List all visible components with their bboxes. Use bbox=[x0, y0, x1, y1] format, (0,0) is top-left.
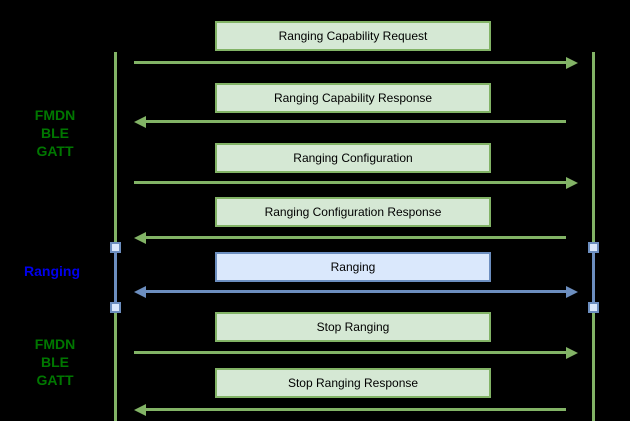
phase-label-line: GATT bbox=[36, 143, 74, 159]
arrow-bidirectional-ranging bbox=[134, 285, 578, 298]
lifeline-left bbox=[114, 52, 117, 421]
message-label: Ranging bbox=[330, 260, 376, 274]
phase-label-line: FMDN bbox=[34, 336, 76, 352]
phase-label-line: Ranging bbox=[24, 263, 80, 279]
phase-label-line: GATT bbox=[36, 372, 74, 388]
phase-label-line: BLE bbox=[41, 125, 69, 141]
arrow-left-ranging-capability-response bbox=[134, 115, 566, 128]
lifeline-right bbox=[592, 52, 595, 421]
phase-label-fmdn-ble-gatt-top: FMDN BLE GATT bbox=[0, 106, 110, 160]
message-label: Ranging Configuration Response bbox=[264, 205, 442, 219]
message-label: Ranging Configuration bbox=[293, 151, 413, 165]
message-box-stop-ranging: Stop Ranging bbox=[215, 312, 491, 342]
message-box-ranging-capability-request: Ranging Capability Request bbox=[215, 21, 491, 51]
ranging-segment-right bbox=[592, 247, 595, 307]
arrow-right-ranging-capability-request bbox=[134, 56, 578, 69]
arrow-right-stop-ranging bbox=[134, 346, 578, 359]
activation-box-left-bottom bbox=[110, 302, 121, 313]
message-box-ranging-capability-response: Ranging Capability Response bbox=[215, 83, 491, 113]
phase-label-line: BLE bbox=[41, 354, 69, 370]
ranging-segment-left bbox=[114, 247, 117, 307]
phase-label-fmdn-ble-gatt-bottom: FMDN BLE GATT bbox=[0, 335, 110, 389]
message-box-ranging: Ranging bbox=[215, 252, 491, 282]
phase-label-line: FMDN bbox=[34, 107, 76, 123]
message-label: Stop Ranging Response bbox=[287, 376, 419, 390]
arrow-left-ranging-configuration-response bbox=[134, 231, 566, 244]
activation-box-left-top bbox=[110, 242, 121, 253]
phase-label-ranging: Ranging bbox=[0, 262, 104, 280]
arrow-right-ranging-configuration bbox=[134, 176, 578, 189]
message-label: Ranging Capability Request bbox=[278, 29, 428, 43]
message-label: Ranging Capability Response bbox=[273, 91, 433, 105]
message-box-ranging-configuration: Ranging Configuration bbox=[215, 143, 491, 173]
activation-box-right-bottom bbox=[588, 302, 599, 313]
message-label: Stop Ranging bbox=[316, 320, 390, 334]
message-box-stop-ranging-response: Stop Ranging Response bbox=[215, 368, 491, 398]
arrow-left-stop-ranging-response bbox=[134, 403, 566, 416]
message-box-ranging-configuration-response: Ranging Configuration Response bbox=[215, 197, 491, 227]
activation-box-right-top bbox=[588, 242, 599, 253]
